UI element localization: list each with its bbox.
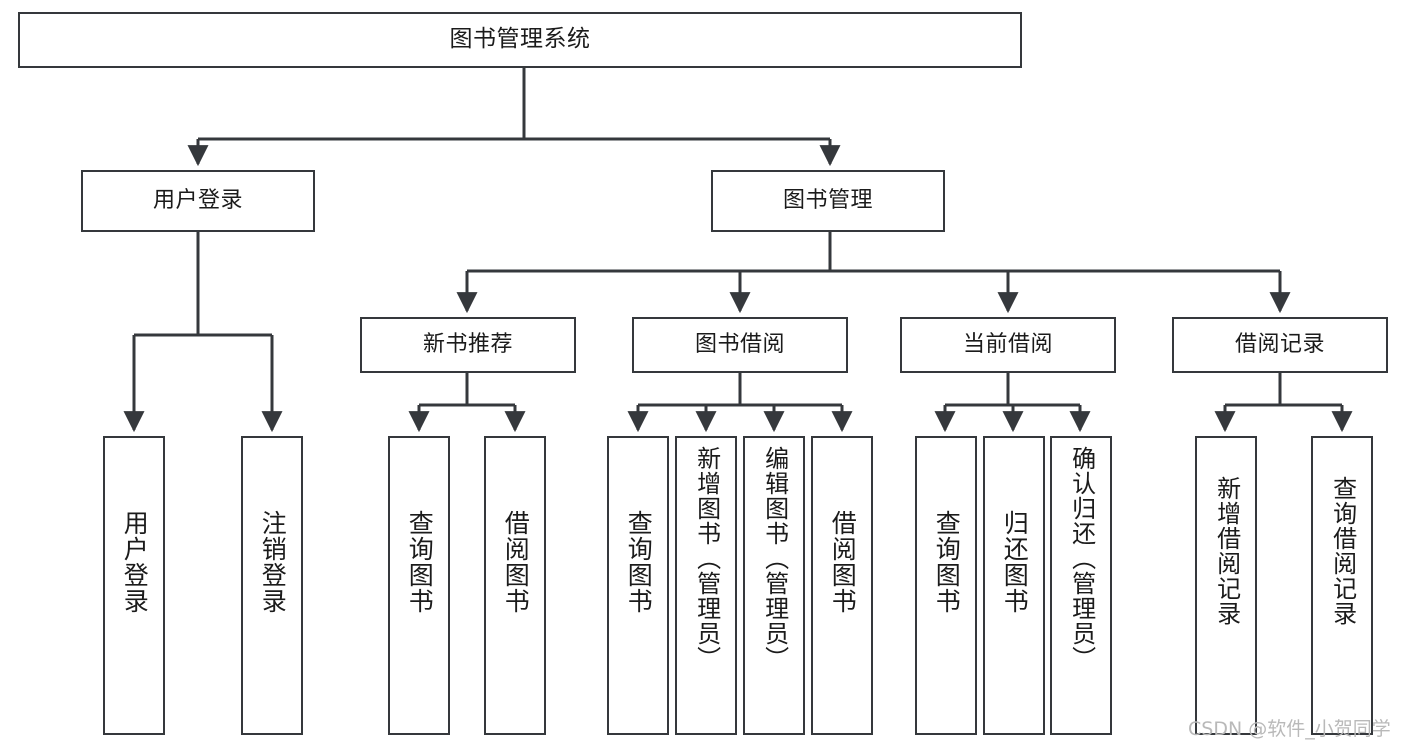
- node-leaf-add-record[interactable]: 新增借阅记录: [1195, 436, 1257, 735]
- node-user-login-label: 用户登录: [152, 188, 243, 214]
- node-new-book-recommend-label: 新书推荐: [422, 332, 513, 358]
- node-current-borrow[interactable]: 当前借阅: [900, 317, 1116, 373]
- node-leaf-query-book-1[interactable]: 查询图书: [388, 436, 450, 735]
- node-leaf-logout-label: 注销登录: [258, 510, 288, 614]
- node-borrow-record[interactable]: 借阅记录: [1172, 317, 1388, 373]
- node-book-manage-label: 图书管理: [782, 188, 873, 214]
- node-root-label: 图书管理系统: [449, 26, 591, 53]
- node-leaf-query-record-label: 查询借阅记录: [1328, 476, 1357, 626]
- node-leaf-borrow-book-2-label: 借阅图书: [828, 510, 858, 614]
- node-leaf-query-book-2[interactable]: 查询图书: [607, 436, 669, 735]
- node-borrow-record-label: 借阅记录: [1234, 332, 1325, 358]
- node-new-book-recommend[interactable]: 新书推荐: [360, 317, 576, 373]
- node-leaf-query-record[interactable]: 查询借阅记录: [1311, 436, 1373, 735]
- node-leaf-return-book-label: 归还图书: [1000, 510, 1030, 614]
- node-leaf-add-book[interactable]: 新增图书（管理员）: [675, 436, 737, 735]
- node-leaf-query-book-3-label: 查询图书: [932, 510, 962, 614]
- node-leaf-confirm-return-label: 确认归还（管理员）: [1067, 446, 1096, 671]
- node-leaf-borrow-book-1[interactable]: 借阅图书: [484, 436, 546, 735]
- node-leaf-edit-book-label: 编辑图书（管理员）: [760, 446, 789, 671]
- node-leaf-borrow-book-1-label: 借阅图书: [501, 510, 531, 614]
- node-book-borrow-label: 图书借阅: [694, 332, 785, 358]
- node-leaf-borrow-book-2[interactable]: 借阅图书: [811, 436, 873, 735]
- node-leaf-query-book-1-label: 查询图书: [405, 510, 435, 614]
- node-leaf-query-book-3[interactable]: 查询图书: [915, 436, 977, 735]
- node-book-borrow[interactable]: 图书借阅: [632, 317, 848, 373]
- node-current-borrow-label: 当前借阅: [962, 332, 1053, 358]
- node-leaf-query-book-2-label: 查询图书: [624, 510, 654, 614]
- node-leaf-user-login-label: 用户登录: [120, 510, 150, 614]
- node-book-manage[interactable]: 图书管理: [711, 170, 945, 232]
- node-user-login[interactable]: 用户登录: [81, 170, 315, 232]
- node-leaf-logout[interactable]: 注销登录: [241, 436, 303, 735]
- watermark: CSDN @软件_小贺同学: [1188, 718, 1391, 740]
- node-leaf-user-login[interactable]: 用户登录: [103, 436, 165, 735]
- node-leaf-add-book-label: 新增图书（管理员）: [692, 446, 721, 671]
- node-leaf-add-record-label: 新增借阅记录: [1212, 476, 1241, 626]
- node-leaf-return-book[interactable]: 归还图书: [983, 436, 1045, 735]
- node-root[interactable]: 图书管理系统: [18, 12, 1022, 68]
- node-leaf-confirm-return[interactable]: 确认归还（管理员）: [1050, 436, 1112, 735]
- node-leaf-edit-book[interactable]: 编辑图书（管理员）: [743, 436, 805, 735]
